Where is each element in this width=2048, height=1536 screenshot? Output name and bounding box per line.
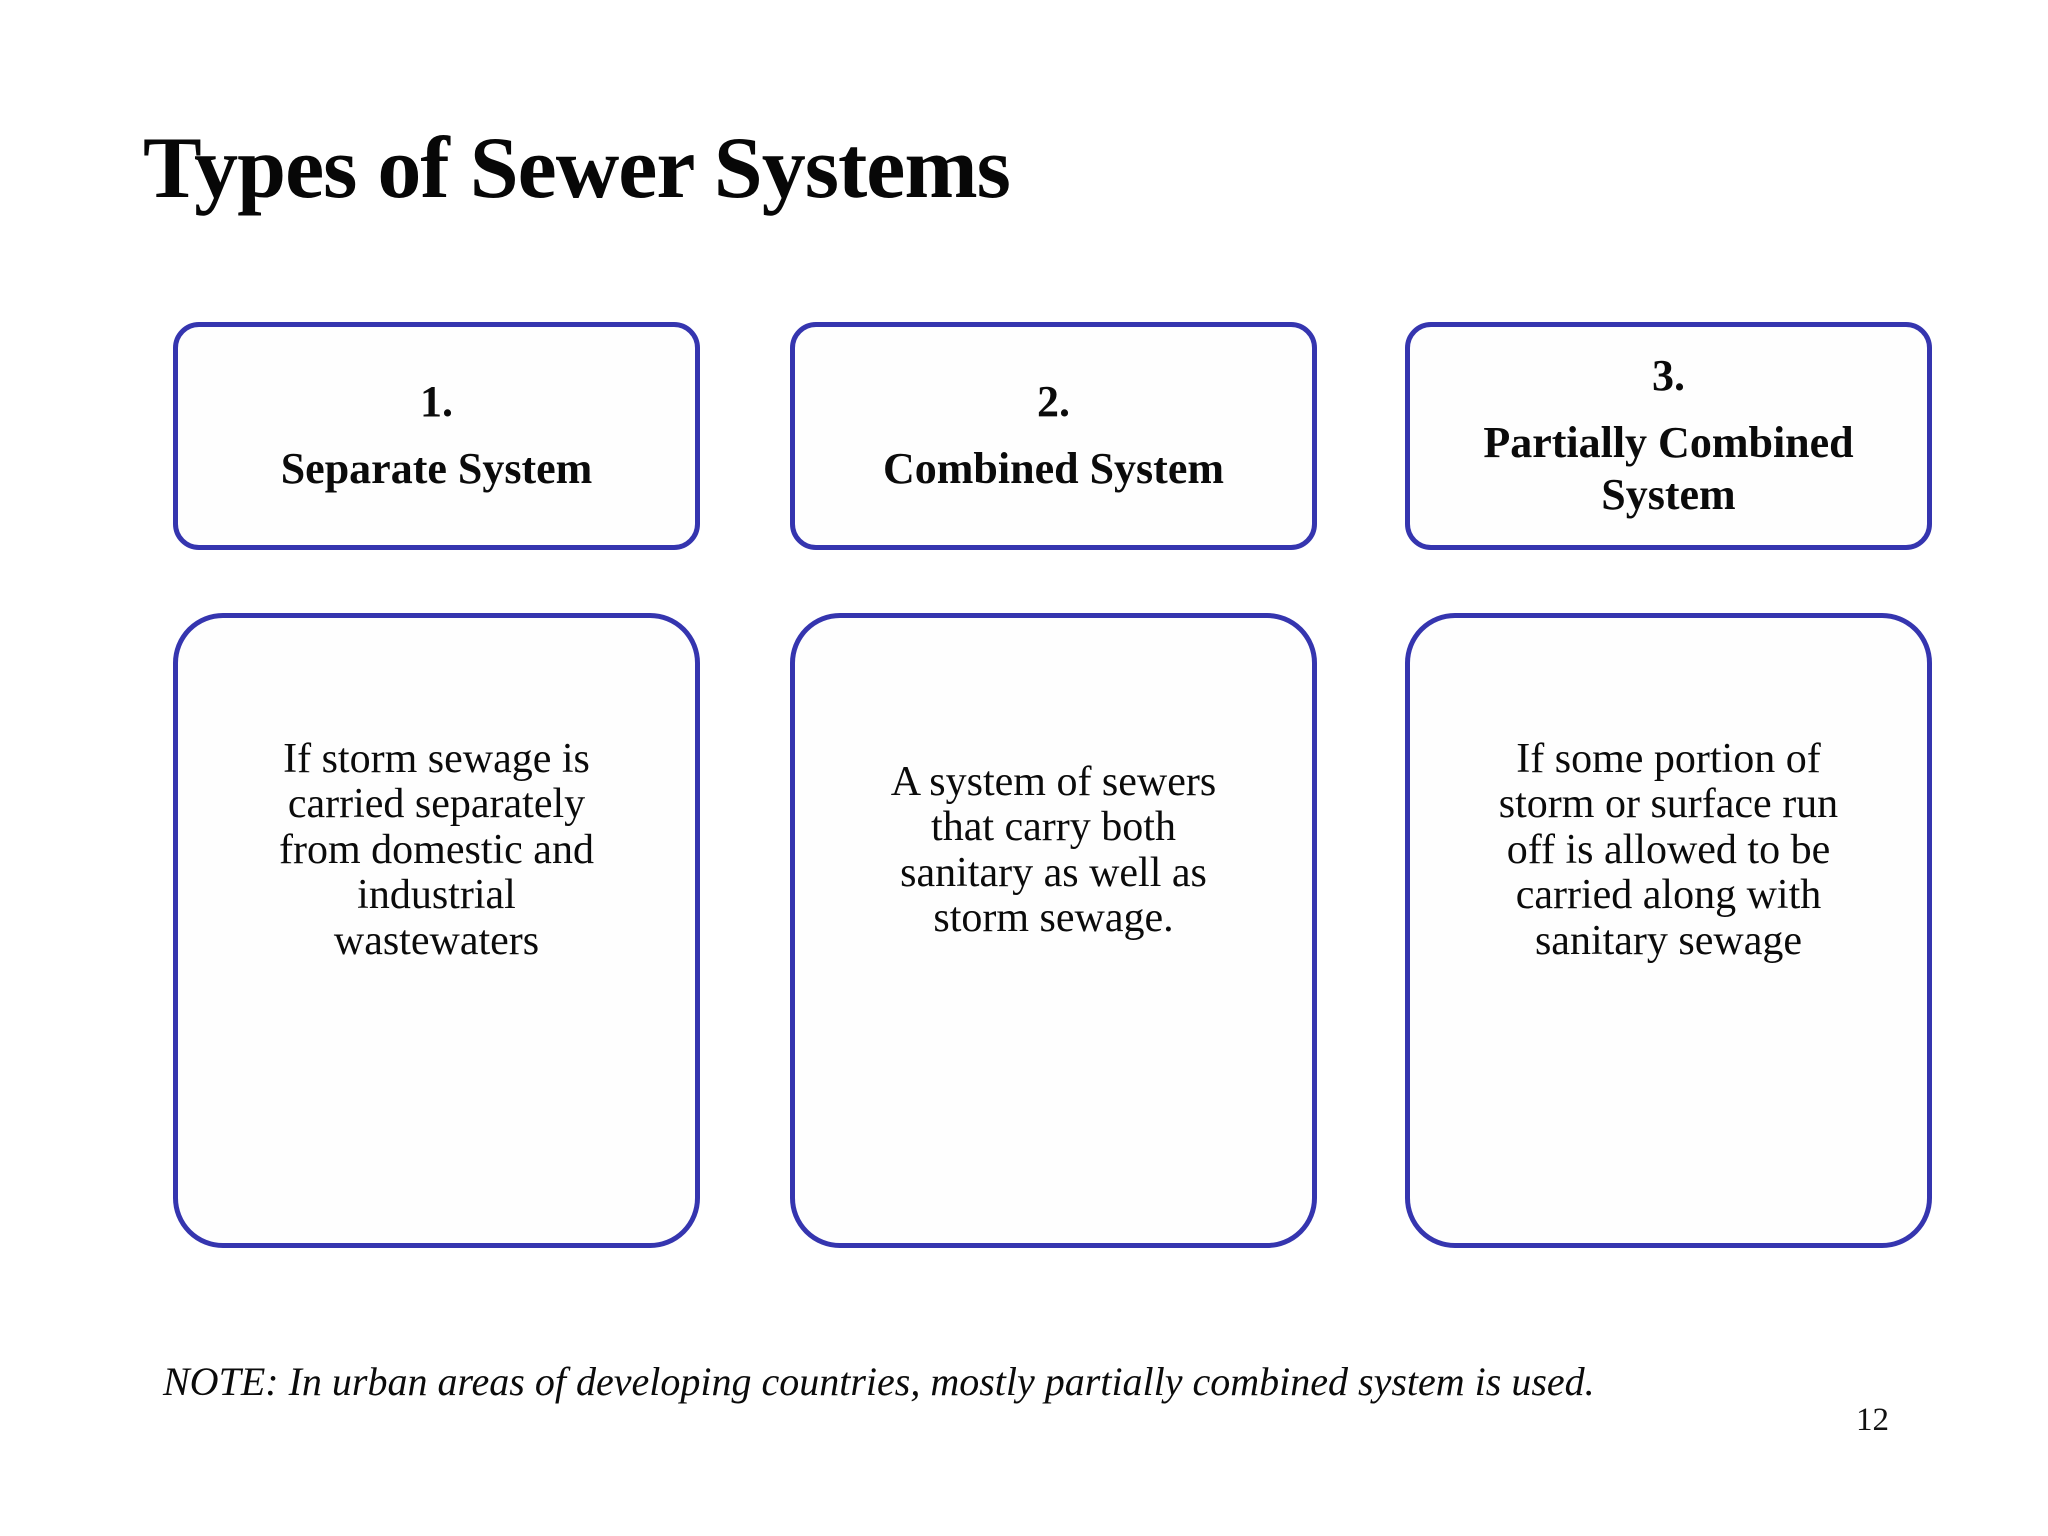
header-number: 3. xyxy=(1652,350,1685,400)
description-box-partially-combined-system: If some portion of storm or surface run … xyxy=(1405,613,1932,1248)
description-box-combined-system: A system of sewers that carry both sanit… xyxy=(790,613,1317,1248)
description-text: A system of sewers that carry both sanit… xyxy=(890,758,1217,941)
column-partially-combined-system: 3. Partially Combined System If some por… xyxy=(1405,0,1932,1536)
column-combined-system: 2. Combined System A system of sewers th… xyxy=(790,0,1317,1536)
header-box-combined-system: 2. Combined System xyxy=(790,322,1317,550)
description-text: If some portion of storm or surface run … xyxy=(1498,736,1839,964)
header-number: 2. xyxy=(1037,377,1070,427)
page-title: Types of Sewer Systems xyxy=(143,120,1011,217)
header-name: Partially Combined System xyxy=(1483,417,1854,520)
header-name: Combined System xyxy=(882,444,1225,493)
description-box-separate-system: If storm sewage is carried separately fr… xyxy=(173,613,700,1248)
description-text: If storm sewage is carried separately fr… xyxy=(279,736,594,964)
header-box-partially-combined-system: 3. Partially Combined System xyxy=(1405,322,1932,550)
footnote: NOTE: In urban areas of developing count… xyxy=(163,1359,1595,1404)
header-name: Separate System xyxy=(280,444,593,493)
column-separate-system: 1. Separate System If storm sewage is ca… xyxy=(173,0,700,1536)
page-number: 12 xyxy=(1856,1402,1889,1438)
header-box-separate-system: 1. Separate System xyxy=(173,322,700,550)
header-number: 1. xyxy=(420,377,453,427)
